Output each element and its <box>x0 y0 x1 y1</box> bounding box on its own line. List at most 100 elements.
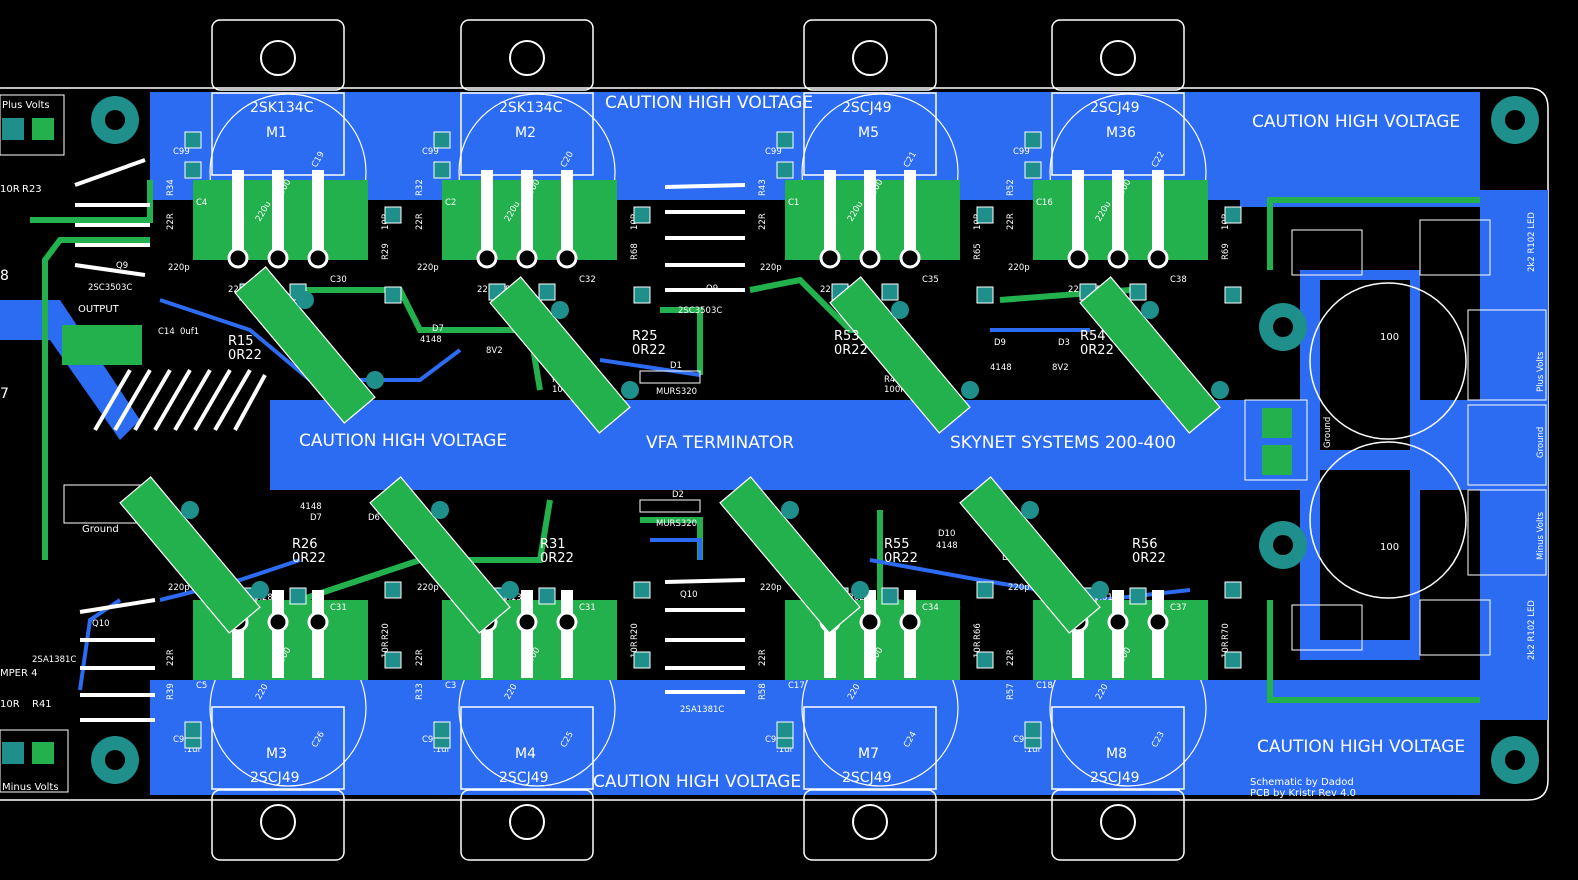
fet-part-label: 2SK134C <box>499 100 563 116</box>
source-resistor-label: R65 <box>973 243 983 260</box>
snubber-cap-label: C31 <box>330 603 347 613</box>
uf-label: .1uf <box>776 745 793 755</box>
r22-label: 22R <box>415 213 425 230</box>
svg-text:MURS320: MURS320 <box>656 387 697 397</box>
svg-text:D1: D1 <box>670 361 682 371</box>
small-cap-label: C17 <box>788 681 805 691</box>
small-cap-label: C4 <box>196 198 207 208</box>
svg-text:8: 8 <box>0 268 9 284</box>
svg-text:R23: R23 <box>22 184 42 195</box>
c99-label: C99 <box>1013 147 1030 157</box>
fet-part-label: 2SCJ49 <box>1090 770 1140 786</box>
source-resistor-label: R69 <box>1221 243 1231 260</box>
caution-label-bottom: CAUTION HIGH VOLTAGE <box>593 772 801 792</box>
r22-label: 22R <box>758 213 768 230</box>
p220-label: 220p <box>417 263 439 273</box>
svg-text:D3: D3 <box>1058 338 1070 348</box>
svg-text:D6: D6 <box>368 513 380 523</box>
r10-label: 10R <box>1221 641 1231 658</box>
fet-body-outline <box>211 706 345 790</box>
fet-part-label: 2SCJ49 <box>499 770 549 786</box>
fet-body-outline <box>803 706 937 790</box>
svg-text:R42: R42 <box>884 375 901 385</box>
source-resistor-label: R20 <box>630 623 640 640</box>
r22-label: 22R <box>1006 213 1016 230</box>
svg-text:2SA1381C: 2SA1381C <box>32 655 76 665</box>
caution-label-tr: CAUTION HIGH VOLTAGE <box>1252 112 1460 132</box>
credit-schematic: Schematic by Dadod <box>1250 777 1354 788</box>
c99-label: C99 <box>765 147 782 157</box>
small-cap-label: C16 <box>1036 198 1053 208</box>
bias-value-label: 220R <box>820 285 842 295</box>
p220-label: 220p <box>168 583 190 593</box>
gate-resistor-label: R57 <box>1006 683 1016 700</box>
power-resistor-ref: R55 <box>884 537 910 552</box>
bias-value-label: 220R <box>1068 285 1090 295</box>
minus-volts-label: Minus Volts <box>1536 511 1546 560</box>
svg-text:4148: 4148 <box>936 541 958 551</box>
fet-part-label: 2SK134C <box>250 100 314 116</box>
snubber-cap-label: C30 <box>330 275 347 285</box>
svg-text:4148: 4148 <box>300 502 322 512</box>
fet-ref-label: M2 <box>515 125 536 141</box>
fet-ref-label: M36 <box>1106 125 1136 141</box>
power-resistor-value: 0R22 <box>228 348 262 363</box>
r10-label: 10R <box>381 641 391 658</box>
svg-text:MURS320: MURS320 <box>656 519 697 529</box>
gate-resistor-label: R39 <box>166 683 176 700</box>
svg-text:8V2: 8V2 <box>486 346 503 356</box>
power-resistor-ref: R54 <box>1080 329 1106 344</box>
svg-text:Plus Volts: Plus Volts <box>2 100 50 111</box>
small-cap-label: C5 <box>196 681 207 691</box>
p220-label: 220p <box>1008 583 1030 593</box>
bias-value-label: 220R <box>477 285 499 295</box>
fet-ref-label: M1 <box>266 125 287 141</box>
svg-text:2SC3503C: 2SC3503C <box>88 283 132 293</box>
svg-text:C14: C14 <box>158 327 175 337</box>
fet-ref-label: M4 <box>515 746 536 762</box>
power-resistor-ref: R15 <box>228 334 254 349</box>
c99-label: C99 <box>173 147 190 157</box>
source-resistor-label: R66 <box>973 623 983 640</box>
c99-label: C99 <box>765 735 782 745</box>
fet-body-outline <box>460 706 594 790</box>
top-fet-group: 2SK134CM1C19220u1000C99.1ufR34C422R220pR… <box>166 19 1242 304</box>
fet-part-label: 2SCJ49 <box>250 770 300 786</box>
small-cap-label: C18 <box>1036 681 1053 691</box>
top-fet-m2: 2SK134CM2C20220u1000C99.1ufR32C222R220pR… <box>415 19 651 304</box>
svg-text:R41: R41 <box>32 699 52 710</box>
c99-label: C99 <box>173 735 190 745</box>
svg-text:D7: D7 <box>432 324 444 334</box>
p220-label: 220p <box>1008 263 1030 273</box>
p220-label: 220p <box>417 583 439 593</box>
c99-label: C99 <box>1013 735 1030 745</box>
uf-label: .1uf <box>433 745 450 755</box>
svg-text:0uf1: 0uf1 <box>180 327 199 337</box>
svg-text:7: 7 <box>0 386 9 402</box>
fet-ref-label: M5 <box>858 125 879 141</box>
svg-text:10R: 10R <box>0 699 20 710</box>
snubber-cap-label: C34 <box>922 603 939 613</box>
uf-label: .1uf <box>184 745 201 755</box>
power-resistor-group: R150R22R250R22R530R22R540R22R260R22R310R… <box>119 266 1229 634</box>
power-resistor-value: 0R22 <box>1080 343 1114 358</box>
svg-text:OUTPUT: OUTPUT <box>78 304 120 315</box>
fet-tab-outline <box>460 789 594 861</box>
power-resistor-value: 0R22 <box>292 551 326 566</box>
source-resistor-label: R29 <box>381 243 391 260</box>
p220-label: 220p <box>760 263 782 273</box>
bias-resistor-label: R28 <box>256 593 273 603</box>
fet-tab-outline <box>460 19 594 91</box>
r22-label: 22R <box>166 213 176 230</box>
fet-tab-outline <box>803 789 937 861</box>
svg-text:2SA1381C: 2SA1381C <box>680 705 724 715</box>
power-resistor-value: 0R22 <box>540 551 574 566</box>
svg-text:8V2: 8V2 <box>1052 363 1069 373</box>
power-resistor-ref: R26 <box>292 537 318 552</box>
gate-resistor-label: R58 <box>758 683 768 700</box>
